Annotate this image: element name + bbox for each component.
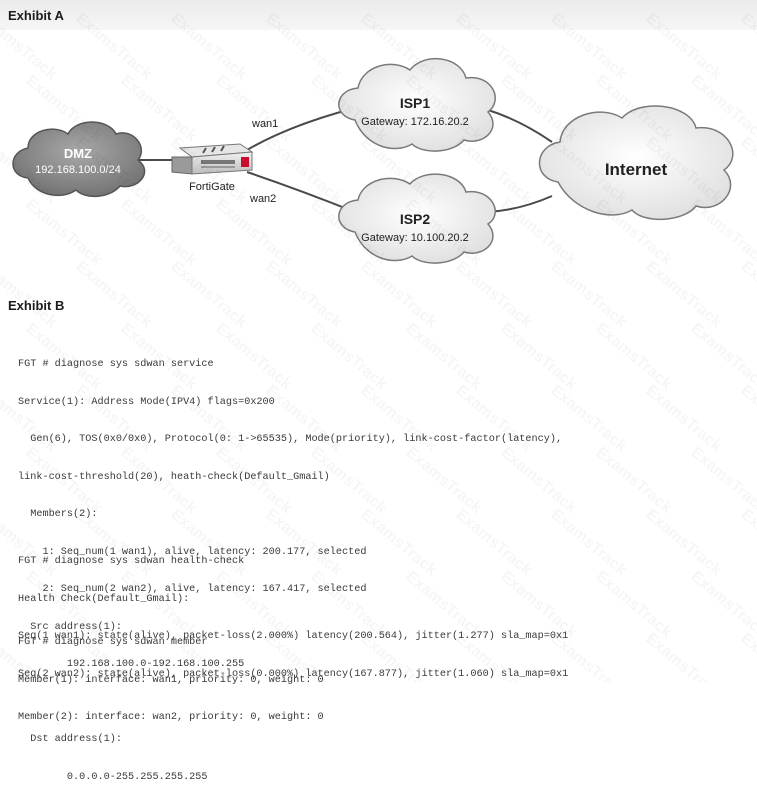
cli-line: Member(2): interface: wan2, priority: 0,…	[18, 712, 324, 723]
cli-line: FGT # diagnose sys sdwan member	[18, 637, 208, 648]
watermark-text: ExamsTrack	[642, 630, 725, 682]
isp1-cloud	[338, 57, 496, 152]
watermark-text: ExamsTrack	[592, 444, 675, 517]
isp1-internet-link	[487, 109, 553, 143]
exhibit-a-title: Exhibit A	[8, 8, 64, 23]
wan2-link	[246, 171, 356, 213]
cli-line: 2: Seq_num(2 wan2), alive, latency: 167.…	[18, 584, 367, 595]
network-diagram: DMZ 192.168.100.0/24 FortiGate wan1 wan2…	[12, 57, 734, 264]
cli-output-health-check: FGT # diagnose sys sdwan health-check He…	[18, 531, 568, 694]
cli-line: FGT # diagnose sys sdwan health-check	[18, 556, 245, 567]
isp2-gateway: Gateway: 10.100.20.2	[361, 232, 469, 244]
dmz-subnet: 192.168.100.0/24	[35, 164, 121, 176]
cli-line: 192.168.100.0-192.168.100.255	[18, 659, 245, 670]
watermark-text: ExamsTrack	[642, 506, 725, 579]
cli-line: Seq(2 wan2): state(alive), packet-loss(0…	[18, 668, 569, 680]
watermark-text: ExamsTrack	[592, 320, 675, 393]
dmz-cloud	[12, 121, 146, 198]
exhibit-b-title: Exhibit B	[8, 298, 65, 313]
cli-line: Seq(1 wan1): state(alive), packet-loss(2…	[18, 631, 569, 642]
watermark-text: ExamsTrack	[737, 506, 757, 579]
wan1-label: wan1	[251, 118, 278, 130]
isp2-cloud	[338, 173, 496, 264]
watermark-text: ExamsTrack	[737, 382, 757, 455]
wan2-label: wan2	[249, 193, 276, 205]
isp1-name: ISP1	[400, 95, 431, 111]
watermark-text: ExamsTrack	[592, 568, 675, 641]
cli-line: 1: Seq_num(1 wan1), alive, latency: 200.…	[18, 546, 367, 558]
isp2-internet-link	[487, 195, 553, 213]
cli-line: Service(1): Address Mode(IPV4) flags=0x2…	[18, 396, 275, 408]
cli-line: link-cost-threshold(20), heath-check(Def…	[18, 471, 330, 483]
header-bar	[0, 0, 757, 30]
cli-line: Gen(6), TOS(0x0/0x0), Protocol(0: 1->655…	[18, 434, 563, 445]
cli-line: Members(2):	[18, 509, 98, 520]
internet-name: Internet	[605, 160, 668, 179]
isp2-name: ISP2	[400, 211, 431, 227]
dmz-name: DMZ	[64, 146, 92, 161]
cli-output-member: FGT # diagnose sys sdwan member Member(1…	[18, 612, 324, 737]
watermark-text: ExamsTrack	[687, 568, 757, 641]
watermark-text: ExamsTrack	[737, 630, 757, 682]
watermark-text: ExamsTrack	[687, 320, 757, 393]
cli-line: 0.0.0.0-255.255.255.255	[18, 771, 208, 783]
internet-cloud	[538, 105, 734, 221]
isp1-gateway: Gateway: 172.16.20.2	[361, 116, 469, 128]
cli-line: Src address(1):	[18, 621, 122, 633]
fortigate-label: FortiGate	[189, 181, 235, 193]
cli-line: Member(1): interface: wan1, priority: 0,…	[18, 674, 324, 686]
fortigate-icon	[171, 143, 254, 175]
watermark-text: ExamsTrack	[642, 382, 725, 455]
watermark-text: ExamsTrack	[687, 444, 757, 517]
cli-line: FGT # diagnose sys sdwan service	[18, 359, 214, 370]
cli-line: Health Check(Default_Gmail):	[18, 593, 190, 605]
